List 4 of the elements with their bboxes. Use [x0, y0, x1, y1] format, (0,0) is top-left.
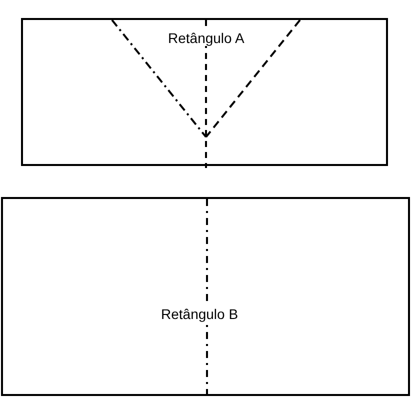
- rectangle-label: Retângulo B: [159, 306, 240, 322]
- rectangle: [21, 18, 388, 166]
- rectangle-label: Retângulo A: [166, 30, 246, 46]
- rectangle: [1, 197, 410, 396]
